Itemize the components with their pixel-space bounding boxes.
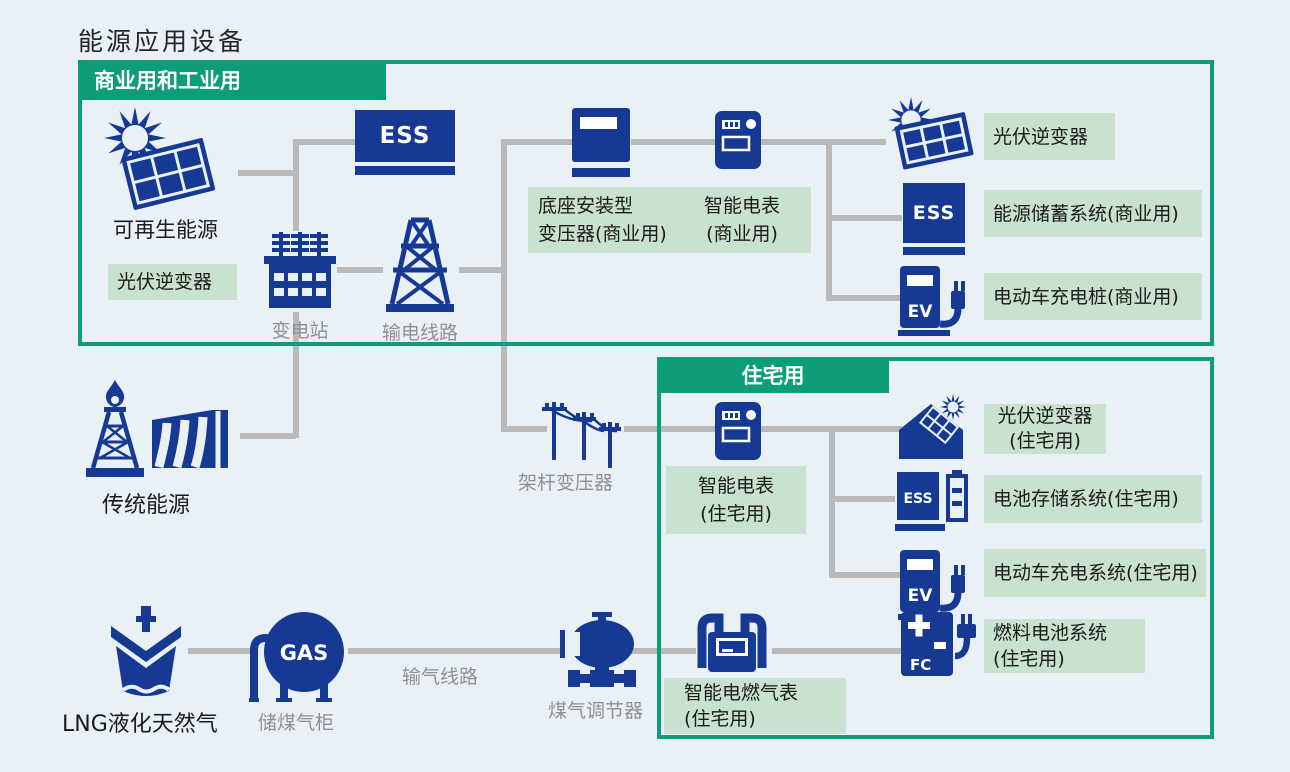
ess-box-right: ESS xyxy=(903,183,965,243)
transmission-tower-icon xyxy=(386,217,454,312)
connector-line xyxy=(832,139,886,145)
smart-meter-icon-residential xyxy=(715,402,761,460)
pad-transformer-tag-line1: 底座安装型 xyxy=(538,195,634,217)
pv-inverter-tag-right: 光伏逆变器 xyxy=(984,113,1115,160)
flare-tower-icon xyxy=(86,380,144,477)
smart-meter-icon-commercial xyxy=(715,111,761,169)
pole-transformer-label: 架杆变压器 xyxy=(517,472,613,494)
gas-storage-icon: GAS xyxy=(249,612,344,702)
transmission-line-label: 输电线路 xyxy=(381,322,458,344)
res-smart-meter-line1: 智能电表 xyxy=(697,475,774,497)
res-pv-line2: (住宅用) xyxy=(1009,430,1081,452)
hydro-dam-icon xyxy=(152,410,228,469)
commercial-header-label: 商业用和工业用 xyxy=(94,69,241,93)
connector-line xyxy=(348,648,564,654)
connector-line xyxy=(630,648,696,654)
gas-meter-line1: 智能电燃气表 xyxy=(684,682,799,704)
renewable-energy-label: 可再生能源 xyxy=(113,218,218,242)
connector-line xyxy=(238,170,298,176)
smart-meter-tag-commercial: 智能电表 (商业用) xyxy=(673,187,811,253)
connector-line xyxy=(624,426,716,432)
gas-regulator-label: 煤气调节器 xyxy=(548,700,644,722)
connector-line xyxy=(501,139,507,432)
connector-line xyxy=(459,267,503,273)
connector-line xyxy=(832,215,902,221)
connector-line xyxy=(240,433,296,439)
ess-text-residential: ESS xyxy=(903,491,932,507)
res-smart-meter-line2: (住宅用) xyxy=(700,503,772,525)
smart-meter-tag-line1: 智能电表 xyxy=(703,195,780,217)
ess-box-right-base xyxy=(903,247,965,255)
connector-line xyxy=(772,648,903,654)
page-title: 能源应用设备 xyxy=(78,27,247,56)
fuel-cell-tag: 燃料电池系统 (住宅用) xyxy=(984,619,1145,673)
pole-transformer-icon xyxy=(542,402,621,468)
ev-charger-icon-residential: EV xyxy=(898,550,965,620)
connector-line xyxy=(501,426,547,432)
ev-charger-icon-commercial: EV xyxy=(898,266,965,336)
res-pv-line1: 光伏逆变器 xyxy=(997,405,1093,427)
battery-storage-tag: 电池存储系统(住宅用) xyxy=(984,475,1202,523)
solar-panel-sun-icon xyxy=(888,97,974,170)
ev-text-residential: EV xyxy=(908,586,934,606)
connector-line xyxy=(337,267,383,273)
gas-regulator-icon xyxy=(560,612,636,687)
commercial-header: 商业用和工业用 xyxy=(78,60,386,100)
gas-storage-label: 储煤气柜 xyxy=(258,712,335,734)
substation-label: 变电站 xyxy=(271,320,329,342)
ess-commercial-tag: 能源储蓄系统(商业用) xyxy=(984,190,1202,237)
fuel-cell-icon: FC xyxy=(901,612,976,676)
connector-line xyxy=(507,139,573,145)
ev-text-commercial: EV xyxy=(908,302,934,322)
gas-meter-line2: (住宅用) xyxy=(684,708,756,730)
substation-icon xyxy=(264,232,336,308)
renewable-energy-icon xyxy=(104,107,216,210)
gas-text: GAS xyxy=(280,641,329,665)
connector-line xyxy=(631,139,716,145)
lng-label: LNG液化天然气 xyxy=(62,712,218,737)
connector-line xyxy=(293,139,299,231)
connector-line xyxy=(829,426,835,578)
gas-meter-tag: 智能电燃气表 (住宅用) xyxy=(664,678,846,734)
connector-line xyxy=(188,648,252,654)
ess-box-commercial: ESS xyxy=(355,110,455,162)
fc-text: FC xyxy=(910,656,931,674)
ess-box-base xyxy=(355,166,455,175)
residential-header-label: 住宅用 xyxy=(741,364,805,388)
gas-meter-icon xyxy=(697,613,767,672)
fuel-cell-line1: 燃料电池系统 xyxy=(993,622,1108,644)
connector-line xyxy=(299,139,355,145)
lng-ship-icon xyxy=(111,606,181,696)
pv-inverter-tag-left: 光伏逆变器 xyxy=(108,264,237,300)
gas-pipeline-label: 输气线路 xyxy=(402,666,479,688)
connector-line xyxy=(826,139,832,301)
connector-line xyxy=(835,496,895,502)
connector-line xyxy=(293,312,299,438)
connector-line xyxy=(761,139,828,145)
traditional-energy-label: 传统能源 xyxy=(102,493,191,518)
ev-residential-tag: 电动车充电系统(住宅用) xyxy=(984,549,1206,597)
residential-box xyxy=(657,357,1214,739)
house-solar-icon xyxy=(899,394,966,459)
residential-header: 住宅用 xyxy=(657,357,889,393)
pad-transformer-tag: 底座安装型 变压器(商业用) xyxy=(528,187,681,253)
pad-transformer-icon xyxy=(572,108,630,177)
pv-inverter-tag-residential: 光伏逆变器 (住宅用) xyxy=(984,404,1106,454)
ess-battery-icon: ESS xyxy=(895,470,968,531)
connector-line xyxy=(835,572,900,578)
ev-commercial-tag: 电动车充电桩(商业用) xyxy=(984,273,1202,320)
smart-meter-tag-line2: (商业用) xyxy=(706,223,778,245)
smart-meter-tag-residential: 智能电表 (住宅用) xyxy=(666,466,806,534)
pad-transformer-tag-line2: 变压器(商业用) xyxy=(538,223,667,245)
fuel-cell-line2: (住宅用) xyxy=(993,648,1065,670)
commercial-box xyxy=(78,60,1214,346)
connector-line xyxy=(832,295,902,301)
